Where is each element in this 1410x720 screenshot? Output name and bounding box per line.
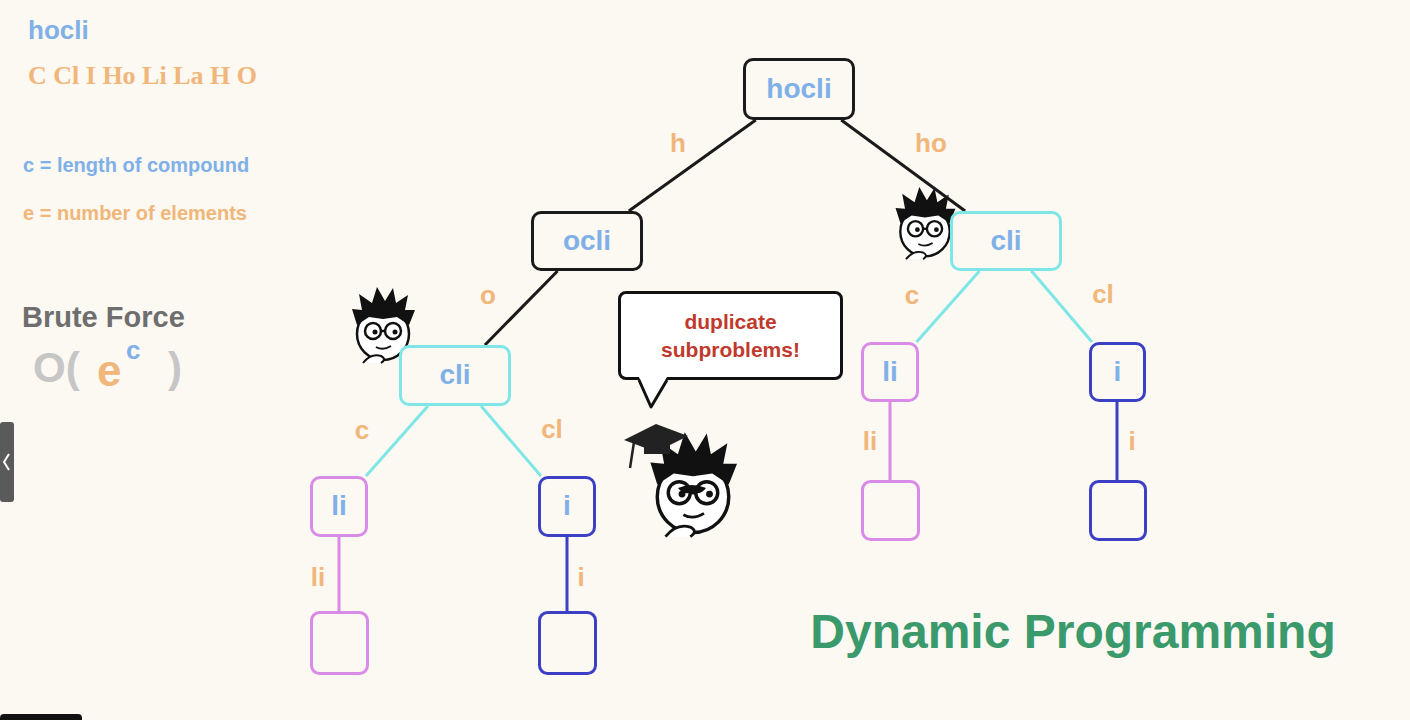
empty-box — [540, 613, 596, 674]
moustache — [678, 485, 706, 493]
tree-edge — [917, 271, 980, 342]
subproblem-box: ocli — [531, 211, 643, 271]
edge-letter: i — [1125, 428, 1138, 454]
box-text: cli — [990, 226, 1021, 257]
complexity-part: e — [97, 349, 121, 393]
edge-letter: i — [574, 564, 587, 590]
edge-letter: o — [477, 282, 499, 308]
leaf-line — [566, 537, 569, 611]
subproblem-box: i — [1089, 342, 1146, 402]
tab-chevron — [4, 454, 9, 470]
cap-band — [644, 444, 670, 454]
section-heading: Brute Force — [22, 303, 185, 332]
bubble-text: duplicate subproblems! — [646, 308, 816, 363]
speech-bubble: duplicate subproblems! — [618, 291, 843, 380]
variable-note: e = number of elements — [23, 203, 247, 223]
box-text: i — [563, 491, 571, 522]
compound-text: hocli — [28, 17, 89, 43]
complexity-part: c — [126, 337, 140, 363]
tree-edge — [366, 406, 428, 476]
complexity-part: ) — [168, 347, 182, 389]
edge-letter: cl — [1089, 281, 1117, 307]
box-text: li — [331, 491, 347, 522]
box-text: li — [882, 357, 898, 388]
leaf-line — [338, 537, 341, 611]
empty-box — [863, 482, 919, 540]
tree-edge — [1032, 271, 1092, 342]
bubble-tail-fill — [639, 377, 667, 407]
cap-tassel — [630, 442, 634, 468]
element-list: C Cl I Ho Li La H O — [28, 63, 257, 89]
leaf-line — [1116, 402, 1119, 480]
subproblem-box: hocli — [743, 58, 855, 120]
variable-note: c = length of compound — [23, 155, 249, 175]
edge-letter: c — [352, 417, 372, 443]
subproblem-box: li — [861, 342, 919, 402]
tree-edge — [629, 120, 756, 211]
bubble-tail-outline — [639, 380, 667, 407]
empty-box — [1091, 482, 1146, 540]
leaf-line — [889, 402, 892, 480]
side-tab — [0, 422, 14, 502]
box-text: i — [1114, 357, 1122, 388]
subproblem-box: cli — [950, 211, 1062, 271]
edge-letter: li — [308, 564, 328, 590]
tree-edge — [481, 406, 541, 476]
edge-letter: cl — [538, 416, 566, 442]
bubble-tail — [639, 377, 679, 417]
edge-letter: li — [860, 428, 880, 454]
subproblem-box: li — [310, 476, 368, 537]
subproblem-box: i — [538, 476, 596, 537]
edge-letter: ho — [912, 130, 950, 156]
corner-bar — [0, 714, 82, 720]
edge-letter: c — [902, 282, 922, 308]
topic-title: Dynamic Programming — [810, 608, 1335, 656]
box-text: cli — [439, 360, 470, 391]
box-text: hocli — [766, 74, 831, 105]
edge-letter: h — [667, 130, 689, 156]
subproblem-box: cli — [399, 345, 511, 406]
tree-edge — [841, 120, 965, 211]
empty-box — [312, 613, 368, 674]
box-text: ocli — [563, 226, 611, 257]
complexity-part: O( — [33, 347, 80, 389]
